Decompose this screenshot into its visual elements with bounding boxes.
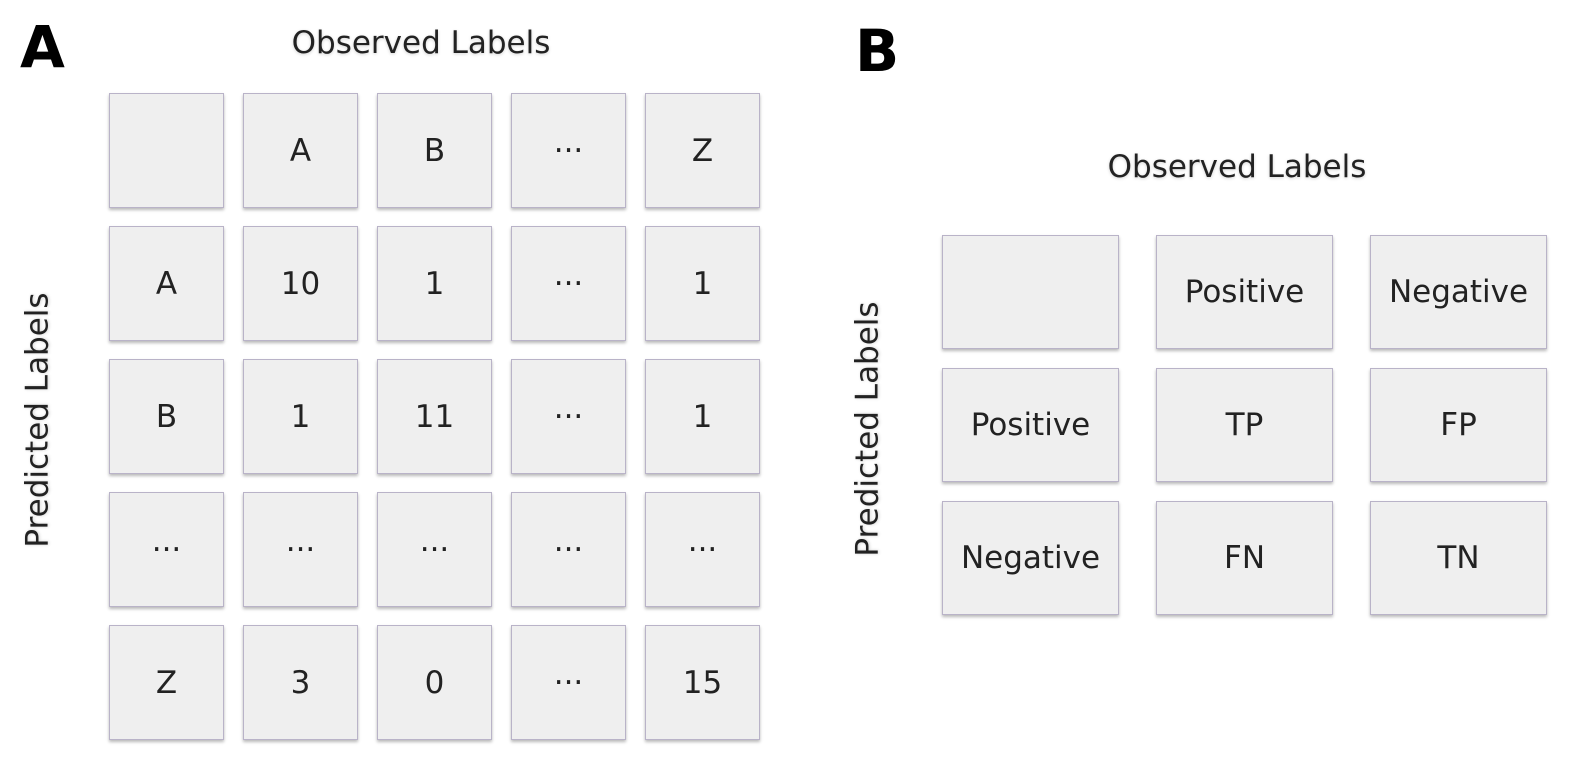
matrix-b-predicted-header-cell: Negative [942,501,1119,615]
matrix-a-count-cell: ··· [645,492,760,607]
matrix-a-count-cell: ··· [511,359,626,474]
panel-b-observed-labels: Observed Labels [1107,149,1367,185]
matrix-b-observed-header-cell: Positive [1156,235,1333,349]
matrix-a-corner-cell [109,93,224,208]
matrix-b-count-cell: TP [1156,368,1333,482]
matrix-b-count-cell: TN [1370,501,1547,615]
matrix-a-count-cell: 1 [243,359,358,474]
matrix-b-predicted-header-cell: Positive [942,368,1119,482]
matrix-a-count-cell: ··· [511,492,626,607]
matrix-a-observed-header-cell: A [243,93,358,208]
matrix-a-count-cell: 1 [377,226,492,341]
matrix-b-observed-header-cell: Negative [1370,235,1547,349]
matrix-a-count-cell: 1 [645,359,760,474]
panel-a-observed-labels: Observed Labels [291,25,551,61]
matrix-a-count-cell: 15 [645,625,760,740]
matrix-a-predicted-header-cell: A [109,226,224,341]
matrix-b-count-cell: FN [1156,501,1333,615]
matrix-a-count-cell: 3 [243,625,358,740]
panel-a-predicted-labels: Predicted Labels [19,292,56,548]
matrix-a-count-cell: 11 [377,359,492,474]
matrix-a-count-cell: ··· [511,625,626,740]
matrix-a-predicted-header-cell: Z [109,625,224,740]
matrix-a-count-cell: ··· [243,492,358,607]
matrix-a-count-cell: 10 [243,226,358,341]
matrix-b-count-cell: FP [1370,368,1547,482]
panel-a-letter: A [20,13,65,81]
matrix-a-predicted-header-cell: B [109,359,224,474]
matrix-a-count-cell: ··· [511,226,626,341]
panel-b-predicted-labels: Predicted Labels [849,301,886,557]
matrix-a-count-cell: 1 [645,226,760,341]
matrix-a-predicted-header-cell: ··· [109,492,224,607]
matrix-a-count-cell: ··· [377,492,492,607]
matrix-a-observed-header-cell: ··· [511,93,626,208]
matrix-a-observed-header-cell: B [377,93,492,208]
matrix-b-corner-cell [942,235,1119,349]
matrix-a-count-cell: 0 [377,625,492,740]
matrix-a-observed-header-cell: Z [645,93,760,208]
panel-b-letter: B [855,17,900,85]
